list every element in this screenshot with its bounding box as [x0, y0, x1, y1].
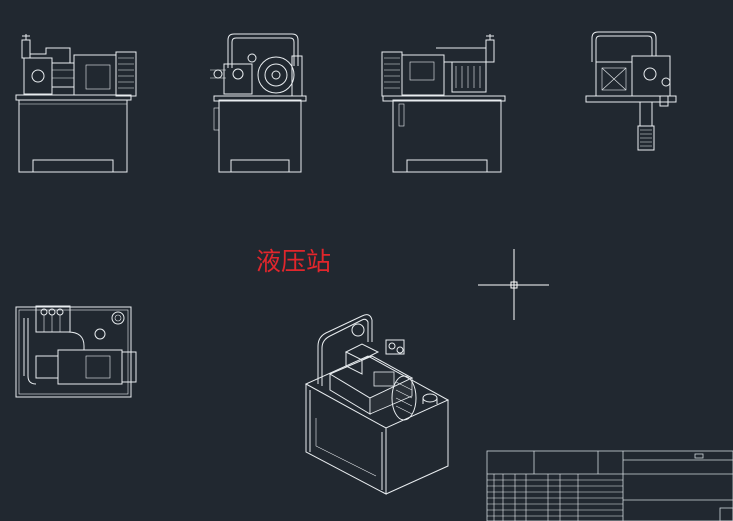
revision-rows [487, 479, 623, 517]
tank-left-side [305, 384, 387, 495]
valve-manifold [451, 61, 487, 93]
valve-knob [661, 77, 671, 87]
valve-block [631, 55, 671, 97]
base-plate [382, 95, 506, 102]
valve-manifold [385, 339, 405, 355]
title-block[interactable] [486, 450, 733, 521]
motor-end-cap [391, 375, 417, 421]
tank-body [392, 99, 502, 173]
tank-cutout [32, 159, 114, 172]
motor-plate [85, 355, 111, 379]
pipe-loop [227, 33, 299, 68]
crosshair-cursor-icon [478, 249, 549, 320]
breather [94, 328, 106, 340]
pipe-run [30, 47, 71, 63]
motor-end-cap [115, 51, 137, 97]
pump [35, 355, 59, 379]
tank-cutout [315, 418, 377, 477]
base-plate [15, 94, 132, 101]
valve-block [344, 343, 380, 361]
tank-cutout [406, 159, 488, 172]
valve-knob [247, 53, 257, 63]
pipe-run [27, 375, 37, 385]
filter [291, 55, 303, 97]
pipe-loop [317, 314, 373, 384]
valve-lines [210, 69, 226, 79]
motor-cross [601, 67, 627, 91]
title-block-grid [623, 459, 733, 501]
manifold-lines [455, 66, 481, 88]
tank-body [218, 99, 302, 173]
revision-columns [493, 474, 579, 521]
motor-end-cap [121, 351, 137, 383]
title-block-mark [694, 453, 704, 459]
manifold-lines [43, 315, 61, 332]
suction-strainer [637, 125, 655, 151]
motor-face [601, 67, 627, 91]
pressure-gauge [31, 69, 45, 83]
isometric-view[interactable] [304, 314, 450, 495]
valve-handle [486, 34, 494, 40]
pipe-loop-inner [321, 318, 369, 386]
pipe-loop-inner [231, 37, 295, 68]
valve-manifold [35, 305, 71, 333]
tank-edge [309, 390, 383, 490]
side-view-right[interactable] [585, 31, 677, 151]
top-view[interactable] [15, 305, 137, 398]
motor-plate [373, 371, 395, 387]
base-plate [213, 95, 307, 102]
return-fitting [659, 95, 669, 107]
valve-knob [643, 67, 657, 81]
motor-front [369, 377, 413, 415]
level-gauge [398, 103, 405, 127]
motor-fins [118, 57, 134, 89]
motor-plate [85, 64, 111, 90]
valve-block [223, 63, 253, 95]
rear-view[interactable] [381, 34, 506, 173]
valve-handle [22, 34, 30, 40]
pipe-run [23, 318, 29, 376]
valve-block [23, 57, 53, 95]
side-view-left[interactable] [210, 33, 307, 173]
filler-cap-inner [114, 314, 122, 322]
filler-neck [422, 398, 438, 404]
motor-face-inner [264, 63, 288, 87]
pipe-loop [591, 31, 657, 62]
strainer-lines [640, 129, 652, 147]
pressure-gauge [351, 323, 365, 337]
motor-plate [409, 61, 435, 81]
pipe-run [67, 331, 85, 350]
motor-face [257, 56, 295, 94]
front-view[interactable] [15, 34, 137, 173]
valve-knob [388, 342, 396, 350]
motor [401, 54, 445, 96]
motor-fins [395, 381, 413, 415]
valve-knob [396, 346, 404, 354]
title-block-grid [487, 451, 624, 521]
motor-shaft [271, 70, 281, 80]
valve-block-side [345, 352, 363, 375]
tank-cutout [230, 159, 290, 172]
pipe-loop-inner [595, 35, 653, 62]
valve-knob [232, 68, 244, 80]
sight-glass [213, 107, 220, 131]
pipe-run [436, 47, 486, 63]
pump-lines [52, 69, 74, 79]
motor-fins [384, 57, 400, 89]
sheet-box [719, 507, 733, 521]
filler-cap [111, 311, 125, 325]
tank-right-side [385, 400, 449, 495]
drawing-title: 液压站 [256, 247, 331, 276]
